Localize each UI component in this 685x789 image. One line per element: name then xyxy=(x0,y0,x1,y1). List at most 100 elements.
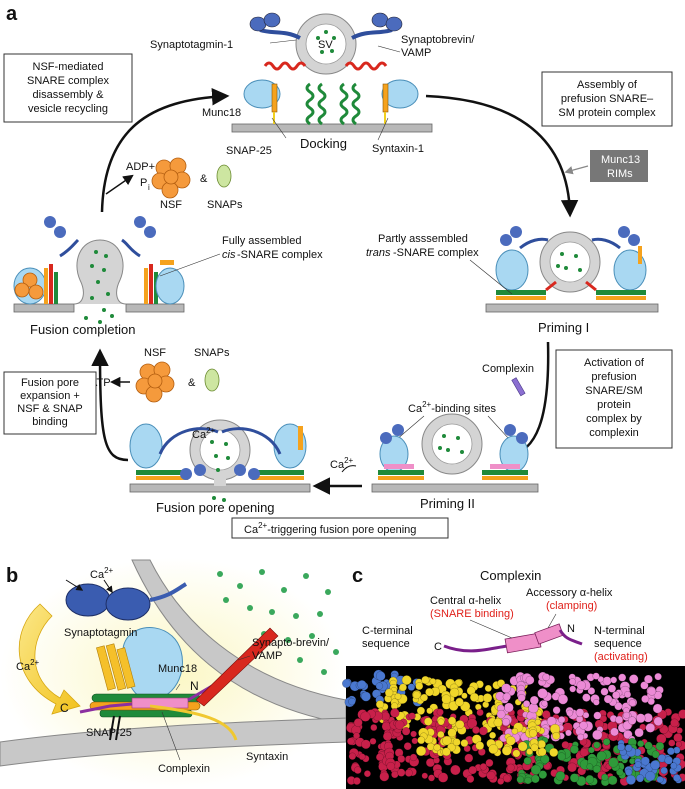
atom-sphere xyxy=(504,702,514,713)
atom-sphere xyxy=(617,742,626,752)
atom-sphere xyxy=(625,768,633,776)
atom-sphere xyxy=(360,711,371,722)
atom-sphere xyxy=(375,700,385,709)
atom-sphere xyxy=(384,688,394,698)
atom-sphere xyxy=(524,776,532,785)
atom-sphere xyxy=(452,738,461,747)
atom-sphere xyxy=(531,774,540,784)
atom-sphere xyxy=(502,774,511,783)
atom-sphere xyxy=(461,692,468,699)
atom-sphere xyxy=(421,772,429,780)
atom-sphere xyxy=(664,756,673,765)
atom-sphere xyxy=(528,729,538,738)
ampersand-2: & xyxy=(188,377,196,389)
atom-sphere xyxy=(541,710,551,719)
atom-sphere xyxy=(447,716,457,725)
docking-label: Docking xyxy=(300,136,347,151)
atom-sphere xyxy=(670,762,678,770)
nsf-box-line-4: vesicle recycling xyxy=(28,103,108,115)
atom-sphere xyxy=(346,737,355,746)
panel-a-label: a xyxy=(6,3,18,25)
ampersand-1: & xyxy=(200,173,208,185)
atom-sphere xyxy=(645,771,656,782)
atom-sphere xyxy=(486,770,496,781)
atom-sphere xyxy=(593,741,601,749)
nsf-label: NSF xyxy=(160,199,182,211)
nsf-hexamer xyxy=(151,157,191,199)
atom-sphere xyxy=(469,692,479,702)
atom-sphere xyxy=(567,762,577,773)
snaps2-label: SNAPs xyxy=(194,347,230,359)
assembly-box xyxy=(541,71,673,127)
synaptobrevin-label-b-2: VAMP xyxy=(252,650,282,662)
atom-sphere xyxy=(353,732,361,740)
atom-sphere xyxy=(625,774,636,785)
atom-sphere xyxy=(628,699,637,707)
atom-sphere xyxy=(408,712,416,720)
trans-snare-label: -SNARE complex xyxy=(393,247,479,259)
synaptotagmin1-label: Synaptotagmin-1 xyxy=(150,39,233,51)
complexin-snare-structure xyxy=(342,666,685,789)
atom-sphere xyxy=(353,718,363,728)
atom-sphere xyxy=(466,718,478,729)
atom-sphere xyxy=(370,723,378,732)
nsf-box-line-3: disassembly & xyxy=(33,89,105,101)
pi-label: P xyxy=(140,177,147,189)
atom-sphere xyxy=(650,760,661,770)
atom-sphere xyxy=(575,708,585,717)
atom-sphere xyxy=(415,745,427,757)
atom-sphere xyxy=(501,683,512,694)
fusion-pore-box-line-1: Fusion pore xyxy=(21,377,79,389)
atom-sphere xyxy=(593,711,602,720)
atom-sphere xyxy=(561,740,570,749)
atom-sphere xyxy=(375,682,384,690)
atom-sphere xyxy=(640,681,649,690)
atom-sphere xyxy=(652,703,663,714)
c-terminal-b: C xyxy=(60,701,69,715)
atom-sphere xyxy=(623,711,630,719)
atom-sphere xyxy=(415,682,424,691)
atom-sphere xyxy=(522,700,531,708)
central-helix-label: Central α-helix xyxy=(430,595,502,607)
atom-sphere xyxy=(579,747,589,757)
atom-sphere xyxy=(541,700,548,707)
atom-sphere xyxy=(645,723,656,733)
atom-sphere xyxy=(592,729,603,741)
synaptobrevin-label-b-1: Synapto-brevin/ xyxy=(252,637,330,649)
atom-sphere xyxy=(479,763,488,771)
atom-sphere xyxy=(523,756,532,765)
complexin-label-a: Complexin xyxy=(482,363,534,375)
rims-label: RIMs xyxy=(607,168,633,180)
atom-sphere xyxy=(517,741,528,752)
atom-sphere xyxy=(643,674,653,684)
munc13-label: Munc13 xyxy=(601,154,640,166)
atom-sphere xyxy=(576,680,587,691)
atom-sphere xyxy=(636,774,645,783)
atom-sphere xyxy=(673,733,683,743)
cycle-arrow-assembly xyxy=(425,94,579,218)
atom-sphere xyxy=(382,731,393,741)
atom-sphere xyxy=(482,693,493,703)
atom-sphere xyxy=(420,693,429,702)
atom-sphere xyxy=(525,675,535,685)
atom-sphere xyxy=(653,716,663,726)
atom-sphere xyxy=(538,770,548,779)
atom-sphere xyxy=(416,706,426,715)
atom-sphere xyxy=(634,727,644,738)
ca-trigger-box xyxy=(231,517,449,539)
activation-box-line-5: complex by xyxy=(586,413,642,425)
adp-label: ADP+ xyxy=(126,161,155,173)
synaptotagmin-c2a xyxy=(249,16,267,32)
cterm-seq-label-2: sequence xyxy=(362,638,410,650)
atom-sphere xyxy=(678,709,685,719)
atom-sphere xyxy=(375,671,386,681)
atom-sphere xyxy=(627,716,637,725)
atom-sphere xyxy=(425,687,434,697)
atom-sphere xyxy=(436,708,444,716)
atom-sphere xyxy=(675,741,682,748)
atom-sphere xyxy=(624,744,633,752)
atom-sphere xyxy=(596,750,607,762)
atom-sphere xyxy=(475,741,485,751)
atom-sphere xyxy=(505,735,516,746)
synaptotagmin-c2b-b xyxy=(105,587,151,621)
